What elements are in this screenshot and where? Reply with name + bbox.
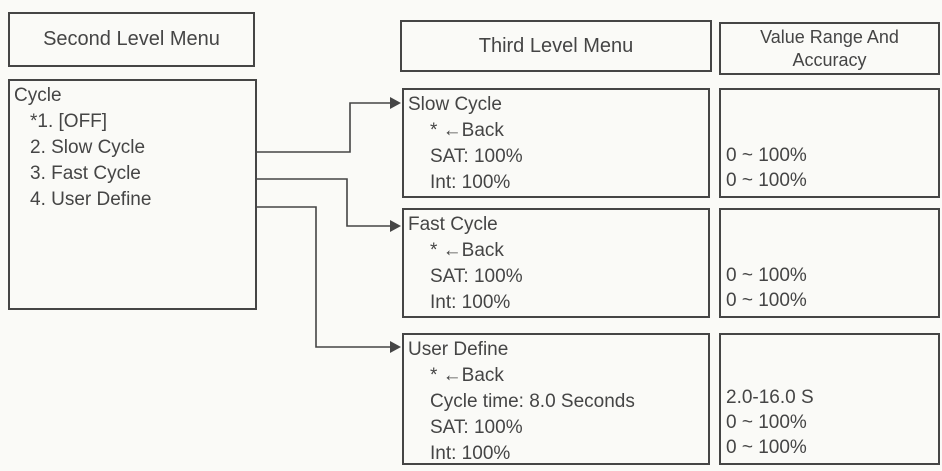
third-level-box-user-define: User Define * ←Back Cycle time: 8.0 Seco… (402, 333, 710, 465)
menu-item-slow-cycle: 2. Slow Cycle (30, 137, 146, 158)
value-range-header-line2: Accuracy (792, 49, 867, 70)
third-level-box-fast-cycle: Fast Cycle * ←Back SAT: 100% Int: 100% (402, 208, 710, 318)
submenu-line-back: * ←Back (430, 365, 504, 386)
submenu-line-back: * ←Back (430, 120, 504, 141)
second-level-menu-box: Cycle *1. [OFF] 2. Slow Cycle 3. Fast Cy… (8, 79, 257, 310)
submenu-line-sat: SAT: 100% (430, 146, 523, 167)
value-range-box-user-define: 2.0-16.0 S 0 ~ 100% 0 ~ 100% (719, 333, 940, 465)
third-level-menu-header-label: Third Level Menu (478, 34, 634, 57)
arrowhead-slow-cycle (390, 97, 401, 109)
value-range-line: 0 ~ 100% (726, 145, 807, 166)
value-range-header-line1: Value Range And (760, 26, 899, 47)
submenu-line-int: Int: 100% (430, 443, 511, 464)
second-level-menu-header: Second Level Menu (8, 12, 255, 67)
menu-item-user-define: 4. User Define (30, 189, 152, 210)
arrowhead-user-define (390, 341, 401, 353)
submenu-title-slow-cycle: Slow Cycle (408, 94, 502, 115)
submenu-line-sat: SAT: 100% (430, 417, 523, 438)
submenu-line-int: Int: 100% (430, 292, 511, 313)
connector-fast-cycle (257, 178, 392, 227)
value-range-line: 0 ~ 100% (726, 290, 807, 311)
value-range-line: 0 ~ 100% (726, 412, 807, 433)
value-range-line: 0 ~ 100% (726, 170, 807, 191)
arrowhead-fast-cycle (390, 220, 401, 232)
value-range-box-fast-cycle: 0 ~ 100% 0 ~ 100% (719, 208, 940, 318)
second-level-menu-header-label: Second Level Menu (43, 28, 220, 50)
submenu-line-cycle-time: Cycle time: 8.0 Seconds (430, 391, 635, 412)
value-range-line: 0 ~ 100% (726, 265, 807, 286)
value-range-header: Value Range And Accuracy (719, 22, 940, 75)
submenu-line-back: * ←Back (430, 240, 504, 261)
second-level-menu-title: Cycle (14, 85, 62, 106)
connector-user-define (257, 206, 392, 348)
submenu-title-fast-cycle: Fast Cycle (408, 214, 498, 235)
value-range-line: 2.0-16.0 S (726, 387, 814, 408)
value-range-box-slow-cycle: 0 ~ 100% 0 ~ 100% (719, 88, 940, 198)
submenu-line-sat: SAT: 100% (430, 266, 523, 287)
third-level-box-slow-cycle: Slow Cycle * ←Back SAT: 100% Int: 100% (402, 88, 710, 198)
menu-item-off: *1. [OFF] (30, 111, 108, 132)
third-level-menu-header: Third Level Menu (400, 20, 712, 72)
value-range-line: 0 ~ 100% (726, 437, 807, 458)
submenu-title-user-define: User Define (408, 339, 509, 360)
submenu-line-int: Int: 100% (430, 172, 511, 193)
menu-item-fast-cycle: 3. Fast Cycle (30, 163, 141, 184)
connector-slow-cycle (257, 102, 392, 153)
